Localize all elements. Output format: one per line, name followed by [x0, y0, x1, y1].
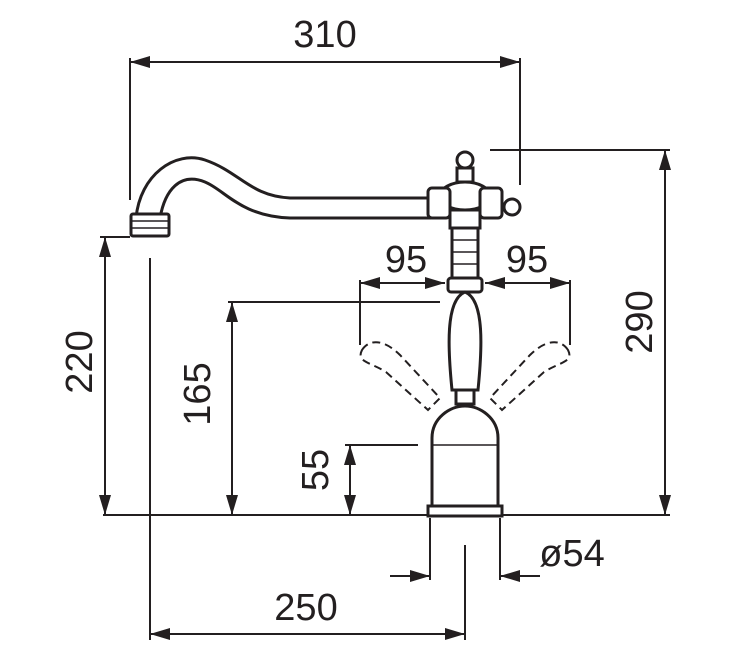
finial	[455, 150, 475, 170]
right-lever-dashed	[488, 341, 571, 412]
central-lever	[447, 290, 483, 392]
aerator	[129, 212, 171, 238]
base	[426, 504, 504, 518]
left-lever-dashed	[359, 341, 442, 412]
label-165: 165	[177, 362, 219, 425]
label-diameter-54: ø54	[539, 533, 604, 575]
label-95-right: 95	[506, 239, 548, 281]
faucet-body	[129, 150, 571, 518]
label-55: 55	[295, 449, 337, 491]
label-220: 220	[59, 330, 101, 393]
label-290: 290	[619, 290, 661, 353]
label-250: 250	[274, 587, 337, 629]
spout	[134, 156, 432, 220]
dimension-labels: 310 95 95 290 220 165 55 ø54 250	[59, 14, 661, 629]
column	[450, 226, 480, 280]
valve-body	[430, 404, 500, 510]
dimension-lines	[99, 56, 671, 640]
label-310: 310	[293, 14, 356, 56]
label-95-left: 95	[385, 239, 427, 281]
